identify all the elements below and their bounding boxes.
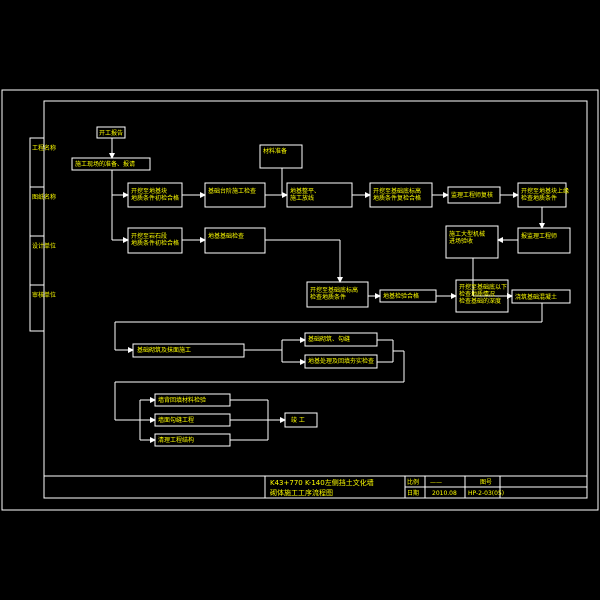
node-b17: 基础砌筑、勾缝 — [308, 335, 350, 343]
node-b1-box — [127, 182, 183, 208]
node-b2: 基础台阶施工检查 — [208, 187, 256, 195]
node-b11-box — [517, 227, 571, 254]
node-b12-box — [306, 281, 369, 308]
node-b21-box — [154, 433, 231, 447]
node-b17-box — [304, 332, 378, 347]
node-b9-box — [204, 227, 266, 254]
scale-value: —— — [430, 479, 442, 486]
node-b12: 开挖至基础底标高检查地质条件 — [310, 286, 358, 301]
title-subtitle: 砌体施工工序流程图 — [270, 488, 333, 497]
node-b1: 开挖至地基块地质条件初检合格 — [131, 187, 179, 202]
node-b3: 地基整平、施工放线 — [290, 187, 320, 202]
node-b8: 开挖至岩石段地质条件初检合格 — [131, 232, 179, 247]
side-label-3: 设计单位 — [32, 242, 56, 250]
sheet-label: 图号 — [480, 479, 492, 486]
node-b15-box — [511, 289, 571, 304]
node-b9: 地基基础检查 — [208, 232, 244, 240]
title-block: K43+770 K-140左侧挡土文化墙 砌体施工工序流程图 比例 —— 图号 … — [43, 475, 588, 499]
date-label: 日期 — [407, 489, 419, 497]
node-boxes — [71, 126, 571, 447]
node-end-box — [284, 412, 318, 428]
node-b14: 开挖至基础底以下检查地质情况检查基础的深度 — [459, 283, 507, 305]
node-b18-box — [304, 354, 378, 369]
node-b16-box — [132, 343, 245, 358]
side-label-4: 审核单位 — [32, 291, 56, 299]
node-b19-box — [154, 393, 231, 407]
date-value: 2010.08 — [432, 490, 457, 497]
node-b4-box — [259, 144, 303, 169]
node-b10: 施工大型机械进场验收 — [449, 230, 485, 245]
node-b20-box — [154, 413, 231, 427]
node-b21: 清理工程结构 — [158, 436, 194, 444]
node-b11: 报监理工程师 — [521, 232, 557, 240]
node-b13-box — [379, 289, 437, 303]
node-start-box — [96, 126, 126, 139]
node-b16: 基础砌筑及抹面施工 — [137, 346, 191, 354]
outer-frame — [1, 89, 599, 511]
node-labels: 开工报告 施工现场的准备、报请 开挖至地基块地质条件初检合格 基础台阶施工检查 … — [75, 129, 569, 444]
node-b10-box — [445, 225, 499, 259]
node-b8-box — [127, 227, 183, 254]
node-b2-box — [204, 182, 266, 208]
side-label-1: 工程名称 — [32, 144, 56, 152]
drawing-no: HP-2-03(05) — [468, 490, 504, 497]
node-end: 竣 工 — [291, 416, 305, 424]
node-b5: 开挖至基础底标高地质条件复检合格 — [373, 187, 421, 202]
side-strip: 工程名称 图纸名称 设计单位 审核单位 — [29, 137, 56, 332]
title-project: K43+770 K-140左侧挡土文化墙 — [270, 478, 374, 487]
node-b13: 地基检验合格 — [383, 292, 419, 300]
node-b14-box — [455, 279, 509, 313]
node-prep-box — [71, 157, 151, 171]
node-b3-box — [286, 182, 353, 208]
node-start: 开工报告 — [99, 129, 123, 137]
node-prep: 施工现场的准备、报请 — [75, 160, 135, 168]
scale-label: 比例 — [407, 478, 419, 486]
node-b6-box — [447, 186, 501, 204]
node-b4: 材料准备 — [263, 147, 287, 155]
node-b6: 监理工程师复核 — [451, 191, 493, 199]
node-b18: 地基处理及回填夯实检查 — [308, 357, 374, 365]
node-b20: 墙面勾缝工程 — [158, 416, 194, 424]
node-b7-box — [517, 182, 567, 208]
connectors — [109, 138, 545, 443]
node-b5-box — [369, 182, 433, 208]
node-b19: 墙背回填材料检验 — [158, 396, 206, 404]
node-b15: 浇筑基础混凝土 — [515, 293, 557, 301]
side-label-2: 图纸名称 — [32, 193, 56, 201]
node-b7: 开挖至地基块上缘检查地质条件 — [521, 187, 569, 202]
